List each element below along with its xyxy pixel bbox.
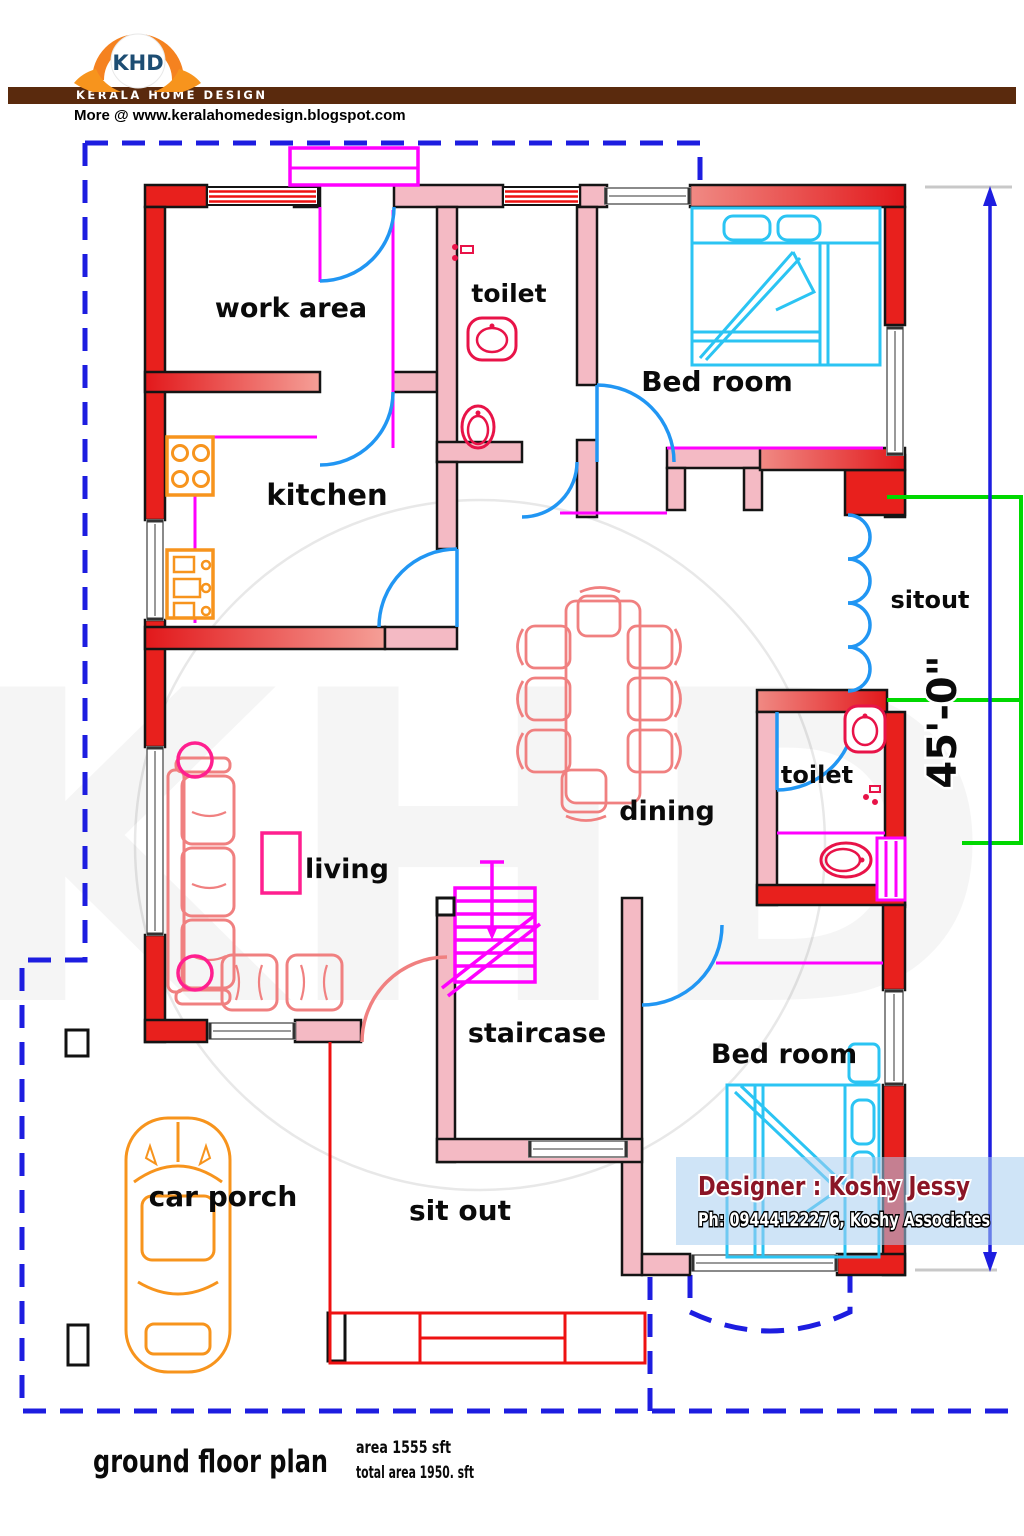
door-arc-entry-top: [319, 206, 396, 283]
logo-wing-left: [74, 69, 128, 96]
plot-boundary: [19, 140, 1015, 1414]
door-arc-bedroom2: [641, 924, 724, 1007]
window-endcaps: [147, 188, 903, 1271]
shower-icon: [452, 244, 474, 261]
brand-bar: KERALA HOME DESIGN: [8, 87, 1016, 104]
bed-icon: [690, 206, 882, 367]
room-label-dining: dining: [619, 796, 715, 827]
dining-table-icon: [516, 586, 682, 822]
room-label-work-area: work area: [215, 293, 367, 324]
steps-icon: [328, 1311, 647, 1365]
room-label-toilet-bottom: toilet: [781, 761, 853, 789]
room-label-sitout: sitout: [890, 586, 969, 614]
entry-bay: [288, 146, 420, 187]
room-label-sit-out: sit out: [409, 1194, 511, 1227]
windows: [146, 186, 904, 1272]
area-line2: total area 1950. sft: [356, 1463, 474, 1483]
porch-lines: [328, 1042, 647, 1365]
window-stripes: [209, 190, 578, 203]
sink-icon: [165, 548, 215, 620]
washbasin-icon: [843, 704, 887, 754]
door-arc-workarea: [319, 391, 395, 467]
header: KERALA HOME DESIGN More @ www.keralahome…: [0, 0, 1024, 130]
staircase-icon: [435, 860, 542, 998]
khd-logo: KHD: [70, 28, 205, 96]
extension-line: [915, 185, 1012, 1272]
room-label-bedroom-top: Bed room: [641, 365, 793, 398]
armchair-icon: [220, 953, 344, 1012]
room-label-car-porch: car porch: [149, 1180, 298, 1213]
sitout-arches: [847, 513, 872, 693]
fixtures: [165, 244, 887, 879]
washbasin-icon: [466, 316, 518, 362]
dimension-label: 45'-0": [920, 655, 966, 788]
car-icon: [124, 1116, 232, 1374]
door-arc-kitchen: [377, 547, 459, 628]
arrow-up-icon: [983, 186, 997, 206]
room-label-staircase: staircase: [468, 1018, 606, 1049]
designer-phone: Ph: 09444122276, Koshy Associates: [698, 1209, 990, 1231]
plan-title: ground floor plan: [93, 1444, 328, 1480]
annotations: [193, 146, 907, 965]
toilet-icon: [819, 841, 873, 879]
designer-name: Designer : Koshy Jessy: [698, 1172, 970, 1202]
door-arc-bedroom1: [595, 383, 676, 463]
arrow-down-icon: [983, 1252, 997, 1272]
pillars: [64, 1028, 347, 1367]
door-arc-front-entrance: [360, 955, 448, 1043]
pillar: [64, 1028, 90, 1058]
designer-credit: Designer : Koshy Jessy Ph: 09444122276, …: [676, 1157, 1024, 1245]
window-midlines: [154, 195, 896, 1264]
logo-circle: [110, 33, 166, 89]
credit-band: [676, 1157, 1024, 1245]
stove-icon: [165, 435, 215, 497]
room-label-kitchen: kitchen: [266, 478, 387, 512]
toilet-icon: [460, 404, 496, 450]
website-url: More @ www.keralahomedesign.blogspot.com: [74, 107, 406, 124]
logo-text: KHD: [112, 51, 163, 75]
room-labels: work area toilet Bed room kitchen sitout…: [149, 279, 970, 1227]
side-table-icon: [176, 741, 302, 992]
room-label-bedroom-bottom: Bed room: [711, 1039, 857, 1070]
shower-icon: [863, 785, 881, 805]
door-arc-toilet1: [521, 461, 579, 519]
pillar: [66, 1323, 90, 1367]
furniture: [124, 206, 882, 1374]
room-label-toilet-top: toilet: [471, 279, 546, 308]
area-line1: area 1555 sft: [356, 1438, 451, 1458]
watermark: KHD: [133, 498, 827, 1192]
magenta-window: [875, 836, 907, 902]
room-label-living: living: [305, 854, 389, 885]
footer: ground floor plan area 1555 sft total ar…: [93, 1438, 474, 1483]
wiring-line: [560, 446, 883, 515]
brand-text: KERALA HOME DESIGN: [76, 88, 268, 102]
dimension: 45'-0": [915, 185, 1012, 1272]
logo-wing-right: [147, 69, 201, 96]
